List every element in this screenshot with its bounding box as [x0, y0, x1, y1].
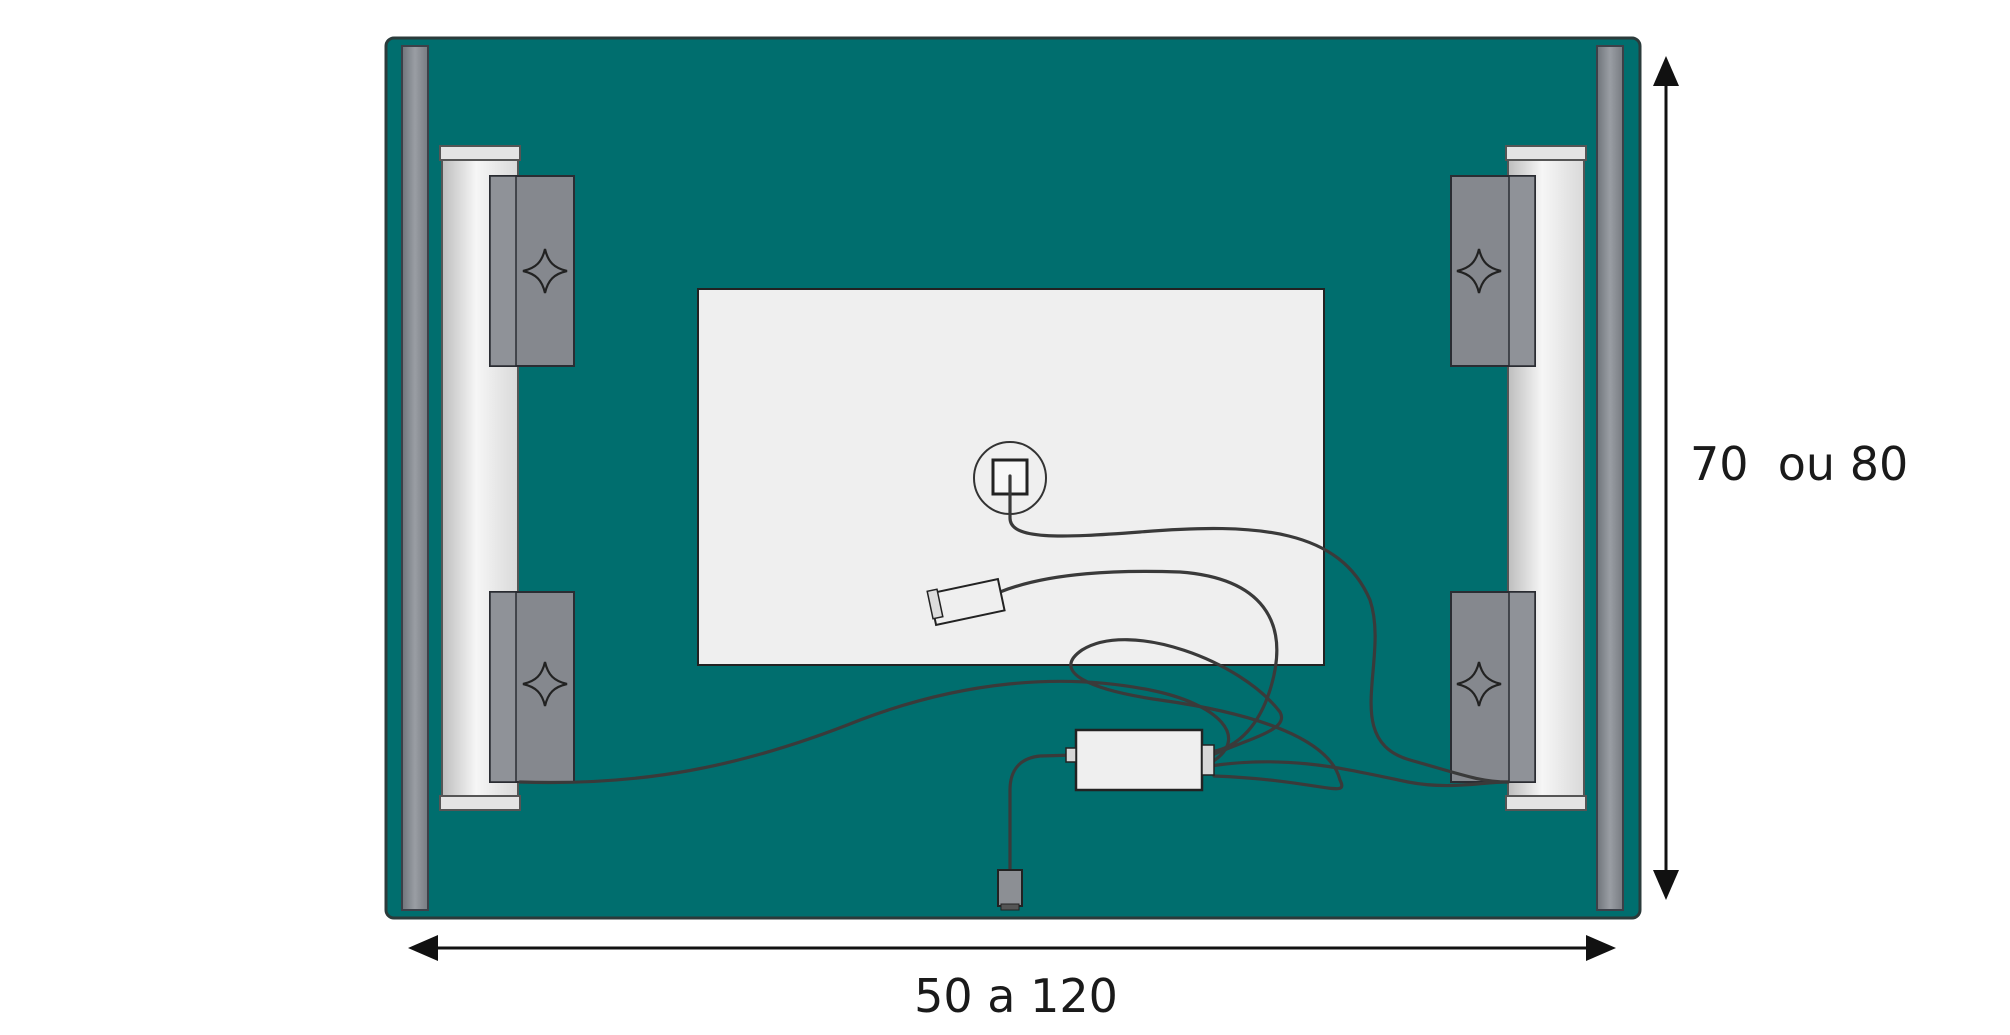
bracket-bottom-left: [489, 591, 575, 783]
right-side-bar: [1596, 45, 1624, 911]
bracket-top-left: [489, 175, 575, 367]
height-label: 70 ou 80: [1690, 437, 1908, 491]
led-connector-icon: [926, 577, 1006, 627]
cables: [518, 474, 1510, 874]
bracket-bottom-right: [1450, 591, 1536, 783]
width-label: 50 a 120: [914, 969, 1118, 1023]
bracket-top-right: [1450, 175, 1536, 367]
width-dimension-arrow: [408, 935, 1616, 961]
power-plug-icon: [997, 869, 1023, 911]
height-dimension-arrow: [1653, 56, 1679, 900]
left-side-bar: [401, 45, 429, 911]
led-driver-icon: [1065, 728, 1215, 792]
